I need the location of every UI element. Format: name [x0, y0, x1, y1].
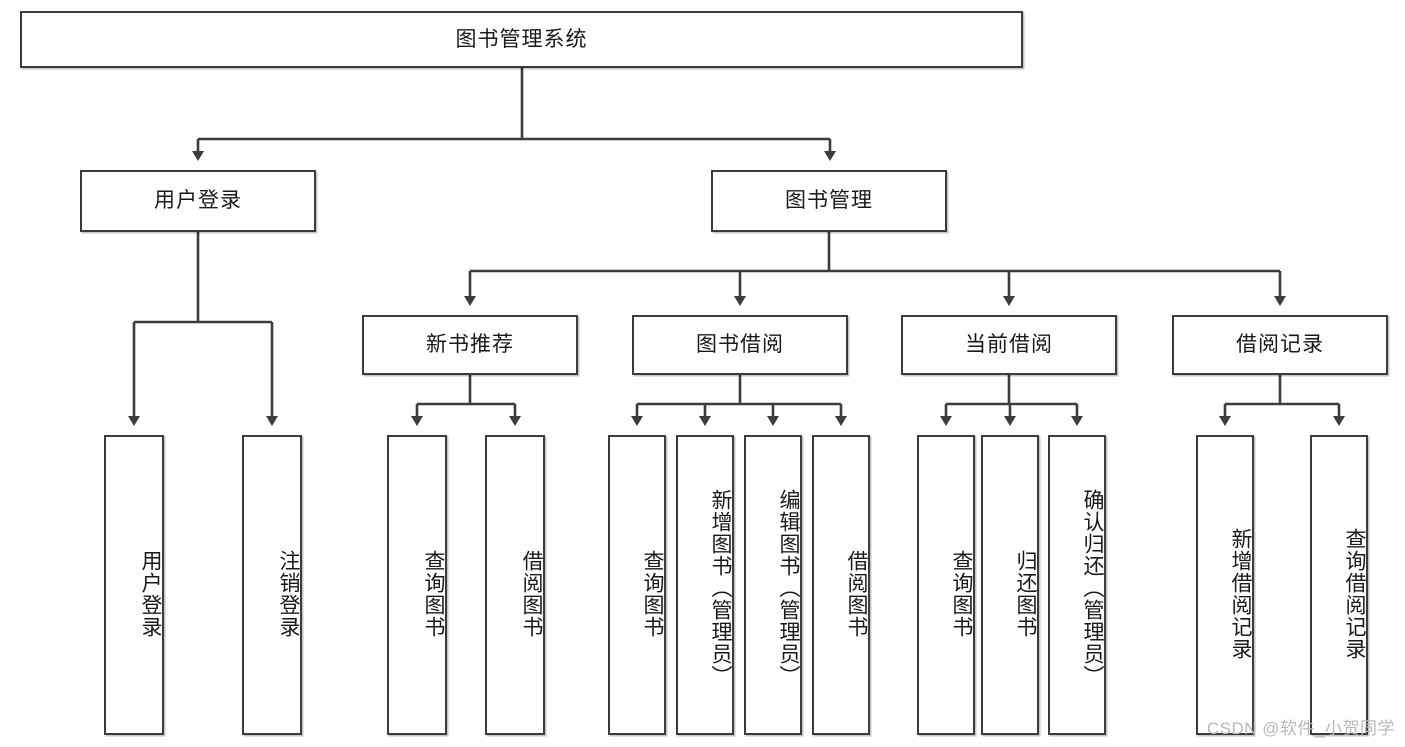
leaf-return-book[interactable]: 归还图书 — [981, 435, 1039, 735]
node-book-management[interactable]: 图书管理 — [711, 170, 947, 232]
node-label: 图书借阅 — [696, 333, 784, 357]
node-label: 用户登录 — [139, 550, 162, 638]
node-label: 确认归还（管理员） — [1081, 489, 1104, 687]
node-label: 编辑图书（管理员） — [777, 489, 800, 687]
node-label: 归还图书 — [1014, 550, 1037, 638]
node-label: 图书管理 — [785, 189, 873, 213]
leaf-query-borrow-record[interactable]: 查询借阅记录 — [1310, 435, 1368, 735]
node-label: 图书管理系统 — [455, 27, 588, 51]
leaf-query-book-recommend[interactable]: 查询图书 — [387, 435, 447, 735]
node-root[interactable]: 图书管理系统 — [20, 11, 1023, 68]
leaf-borrow-book-recommend[interactable]: 借阅图书 — [485, 435, 545, 735]
leaf-logout[interactable]: 注销登录 — [242, 435, 302, 735]
leaf-query-book-current[interactable]: 查询图书 — [917, 435, 975, 735]
node-label: 当前借阅 — [965, 333, 1053, 357]
node-label: 查询借阅记录 — [1343, 528, 1366, 660]
node-label: 查询图书 — [950, 550, 973, 638]
leaf-user-login[interactable]: 用户登录 — [104, 435, 164, 735]
node-label: 查询图书 — [422, 550, 445, 638]
node-label: 查询图书 — [641, 550, 664, 638]
node-new-book-recommend[interactable]: 新书推荐 — [362, 315, 578, 375]
node-label: 新增借阅记录 — [1229, 528, 1252, 660]
node-borrow-record[interactable]: 借阅记录 — [1172, 315, 1388, 375]
leaf-confirm-return-admin[interactable]: 确认归还（管理员） — [1048, 435, 1106, 735]
leaf-edit-book-admin[interactable]: 编辑图书（管理员） — [744, 435, 802, 735]
node-label: 借阅图书 — [520, 550, 543, 638]
leaf-query-book-borrow[interactable]: 查询图书 — [608, 435, 666, 735]
node-label: 注销登录 — [277, 550, 300, 638]
leaf-borrow-book[interactable]: 借阅图书 — [812, 435, 870, 735]
node-book-borrow[interactable]: 图书借阅 — [632, 315, 848, 375]
node-label: 新增图书（管理员） — [709, 489, 732, 687]
csdn-watermark: CSDN @软件_小贺同学 — [1206, 719, 1395, 738]
node-label: 用户登录 — [154, 189, 242, 213]
node-label: 借阅记录 — [1236, 333, 1324, 357]
node-current-borrow[interactable]: 当前借阅 — [901, 315, 1117, 375]
node-label: 借阅图书 — [845, 550, 868, 638]
leaf-add-book-admin[interactable]: 新增图书（管理员） — [676, 435, 734, 735]
node-user-login[interactable]: 用户登录 — [80, 170, 316, 232]
leaf-add-borrow-record[interactable]: 新增借阅记录 — [1196, 435, 1254, 735]
node-label: 新书推荐 — [426, 333, 514, 357]
